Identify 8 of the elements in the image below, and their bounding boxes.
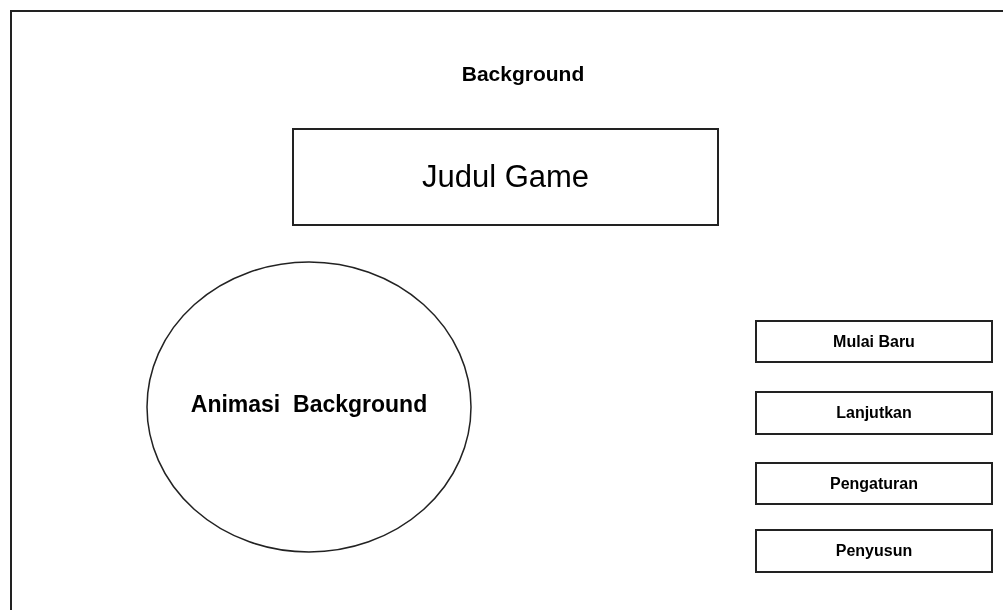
heading: Background	[460, 62, 586, 86]
menu-button: Lanjutkan	[755, 391, 993, 435]
menu-button: Pengaturan	[755, 462, 993, 505]
menu-button: Penyusun	[755, 529, 993, 573]
menu-button: Mulai Baru	[755, 320, 993, 363]
ellipse-label: Animasi Background	[189, 391, 429, 418]
screen-frame	[10, 10, 1003, 610]
title-box: Judul Game	[292, 128, 719, 226]
